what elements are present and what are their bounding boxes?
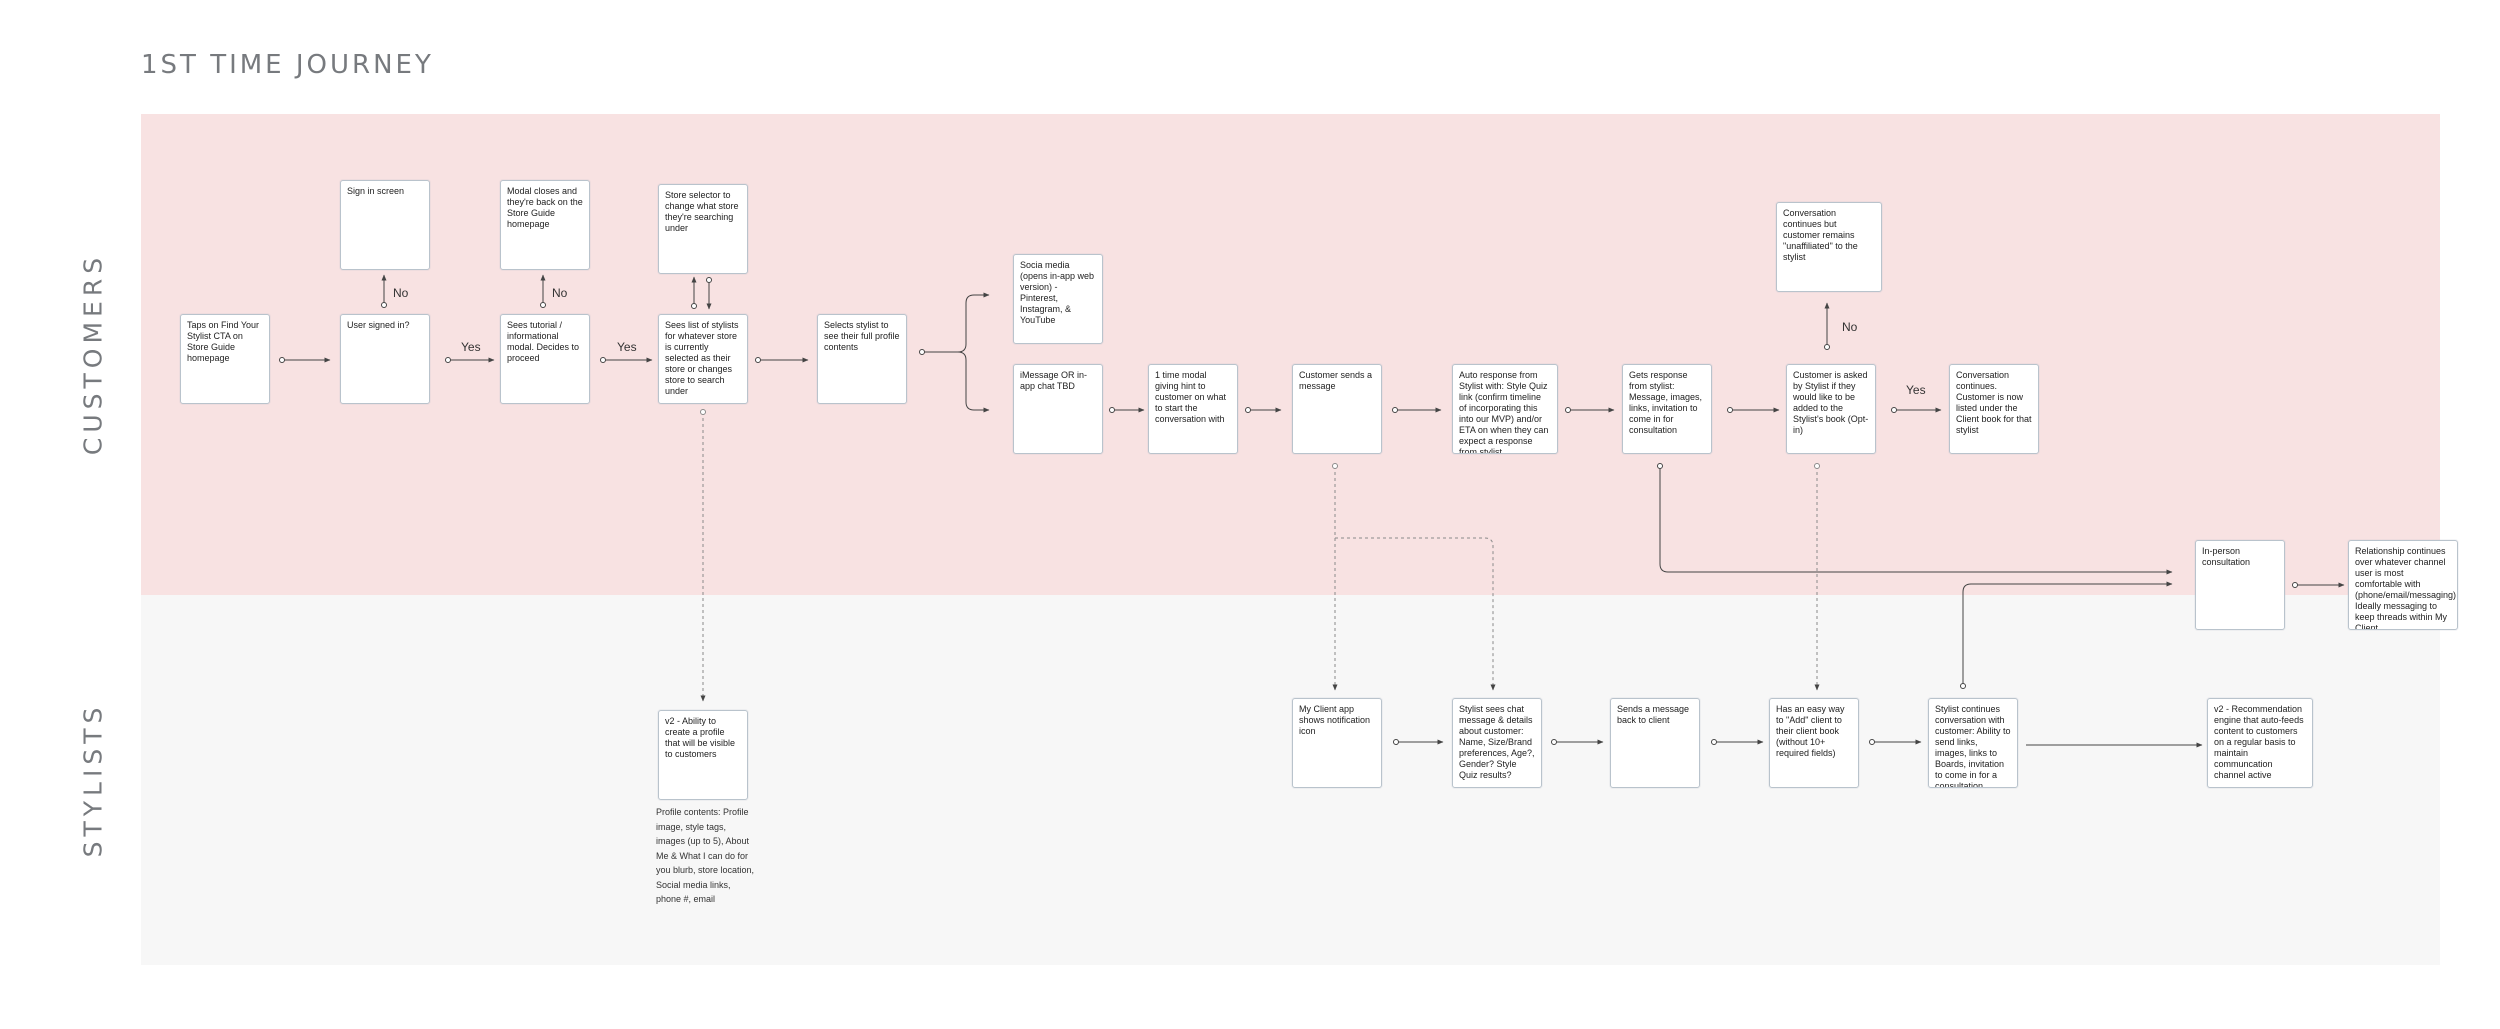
step-taps-find-stylist: Taps on Find Your Stylist CTA on Store G… xyxy=(180,314,270,404)
connector-start xyxy=(2292,582,2298,588)
connector-start xyxy=(1824,344,1830,350)
step-customer-asked: Customer is asked by Stylist if they wou… xyxy=(1786,364,1876,454)
step-relationship-continues: Relationship continues over whatever cha… xyxy=(2348,540,2458,630)
dashed-connector xyxy=(1335,537,1496,691)
connector-start xyxy=(1332,463,1338,469)
step-v2-recommendation: v2 - Recommendation engine that auto-fee… xyxy=(2207,698,2313,788)
connector-start xyxy=(1393,739,1399,745)
edge-label-yes: Yes xyxy=(461,340,481,354)
step-my-client-app: My Client app shows notification icon xyxy=(1292,698,1382,788)
connector-start xyxy=(1109,407,1115,413)
edge-label-no: No xyxy=(393,286,409,300)
step-gets-response: Gets response from stylist: Message, ima… xyxy=(1622,364,1712,454)
step-selects-stylist: Selects stylist to see their full profil… xyxy=(817,314,907,404)
connector-start xyxy=(1727,407,1733,413)
connector-start xyxy=(381,302,387,308)
step-in-person-consultation: In-person consultation xyxy=(2195,540,2285,630)
connector-start xyxy=(1711,739,1717,745)
profile-contents-note: Profile contents: Profile image, style t… xyxy=(656,807,755,904)
connector-start xyxy=(700,409,706,415)
connector-start xyxy=(1245,407,1251,413)
step-user-signed-in: User signed in? xyxy=(340,314,430,404)
connector-start xyxy=(279,357,285,363)
connector-start xyxy=(1869,739,1875,745)
connector-start xyxy=(540,302,546,308)
connector-start xyxy=(691,303,697,309)
step-sees-list-stylists: Sees list of stylists for whatever store… xyxy=(658,314,748,404)
step-stylist-continues: Stylist continues conversation with cust… xyxy=(1928,698,2018,788)
connector-start xyxy=(706,277,712,283)
step-v2-profile: v2 - Ability to create a profile that wi… xyxy=(658,710,748,800)
step-stylist-sees-chat: Stylist sees chat message & details abou… xyxy=(1452,698,1542,788)
step-conversation-unaffiliated: Conversation continues but customer rema… xyxy=(1776,202,1882,292)
connector xyxy=(1659,466,2173,575)
step-sign-in-screen: Sign in screen xyxy=(340,180,430,270)
step-imessage: iMessage OR in-app chat TBD xyxy=(1013,364,1103,454)
connector-start xyxy=(1891,407,1897,413)
step-time-modal: 1 time modal giving hint to customer on … xyxy=(1148,364,1238,454)
connector-start xyxy=(1960,683,1966,689)
connector-start xyxy=(1565,407,1571,413)
connector-start xyxy=(1392,407,1398,413)
connector-start xyxy=(1657,463,1663,469)
connector xyxy=(922,351,990,413)
step-store-selector: Store selector to change what store they… xyxy=(658,184,748,274)
connector-start xyxy=(1814,463,1820,469)
stylists-lane xyxy=(141,595,2440,965)
connector xyxy=(922,292,990,353)
page-title: 1ST TIME JOURNEY xyxy=(141,50,434,80)
edge-label-yes: Yes xyxy=(1906,383,1926,397)
step-easy-way-add: Has an easy way to "Add" client to their… xyxy=(1769,698,1859,788)
step-auto-response: Auto response from Stylist with: Style Q… xyxy=(1452,364,1558,454)
edge-label-yes: Yes xyxy=(617,340,637,354)
connector-start xyxy=(600,357,606,363)
step-sees-tutorial: Sees tutorial / informational modal. Dec… xyxy=(500,314,590,404)
step-sends-message-back: Sends a message back to client xyxy=(1610,698,1700,788)
connector-start xyxy=(1551,739,1557,745)
connector-start xyxy=(445,357,451,363)
connector-start xyxy=(755,357,761,363)
edge-label-no: No xyxy=(1842,320,1858,334)
step-modal-closes: Modal closes and they're back on the Sto… xyxy=(500,180,590,270)
step-social-media: Socia media (opens in-app web version) -… xyxy=(1013,254,1103,344)
connector-start xyxy=(919,349,925,355)
edge-label-no: No xyxy=(552,286,568,300)
step-conversation-continues-listed: Conversation continues. Customer is now … xyxy=(1949,364,2039,454)
connector xyxy=(1962,581,2173,686)
step-customer-sends-message: Customer sends a message xyxy=(1292,364,1382,454)
